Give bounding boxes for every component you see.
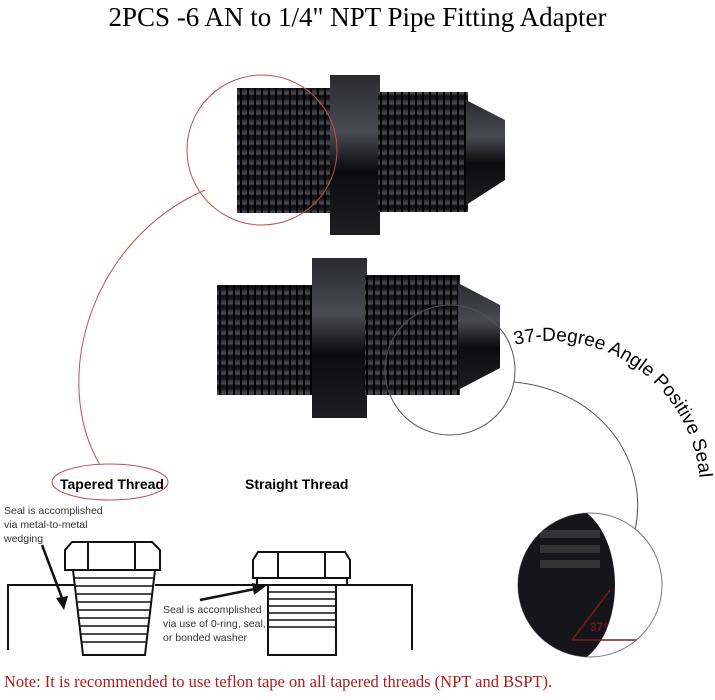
thread-diagram [7, 463, 413, 656]
tapered-thread-label: Tapered Thread [60, 476, 164, 492]
angle-highlight-circle [384, 304, 516, 436]
svg-text:via metal-to-metal: via metal-to-metal [4, 519, 87, 531]
svg-text:or bonded washer: or bonded washer [163, 632, 248, 644]
svg-text:wedging: wedging [3, 533, 43, 545]
straight-thread-label: Straight Thread [245, 476, 348, 492]
svg-text:Seal is accomplished: Seal is accomplished [163, 604, 262, 616]
svg-text:via use of 0-ring, seal,: via use of 0-ring, seal, [163, 618, 266, 630]
page-title: 2PCS -6 AN to 1/4" NPT Pipe Fitting Adap… [108, 2, 607, 32]
tapered-highlight-circle [186, 74, 338, 226]
tapered-connector-line [78, 189, 206, 466]
tapered-seal-note: Seal is accomplished via metal-to-metal … [3, 505, 103, 545]
angle-seal-arc-label: 37-Degree Angle Positive Seal [512, 325, 715, 479]
angle-value-label: 37° [590, 620, 608, 634]
angle-detail-view: 37° [517, 512, 663, 658]
teflon-tape-note: Note: It is recommended to use teflon ta… [4, 672, 553, 691]
fitting-top [237, 75, 505, 235]
angle-connector-arc [513, 381, 639, 531]
straight-seal-note: Seal is accomplished via use of 0-ring, … [163, 604, 266, 644]
fitting-bottom [217, 258, 500, 418]
svg-text:Seal is accomplished: Seal is accomplished [4, 505, 103, 517]
